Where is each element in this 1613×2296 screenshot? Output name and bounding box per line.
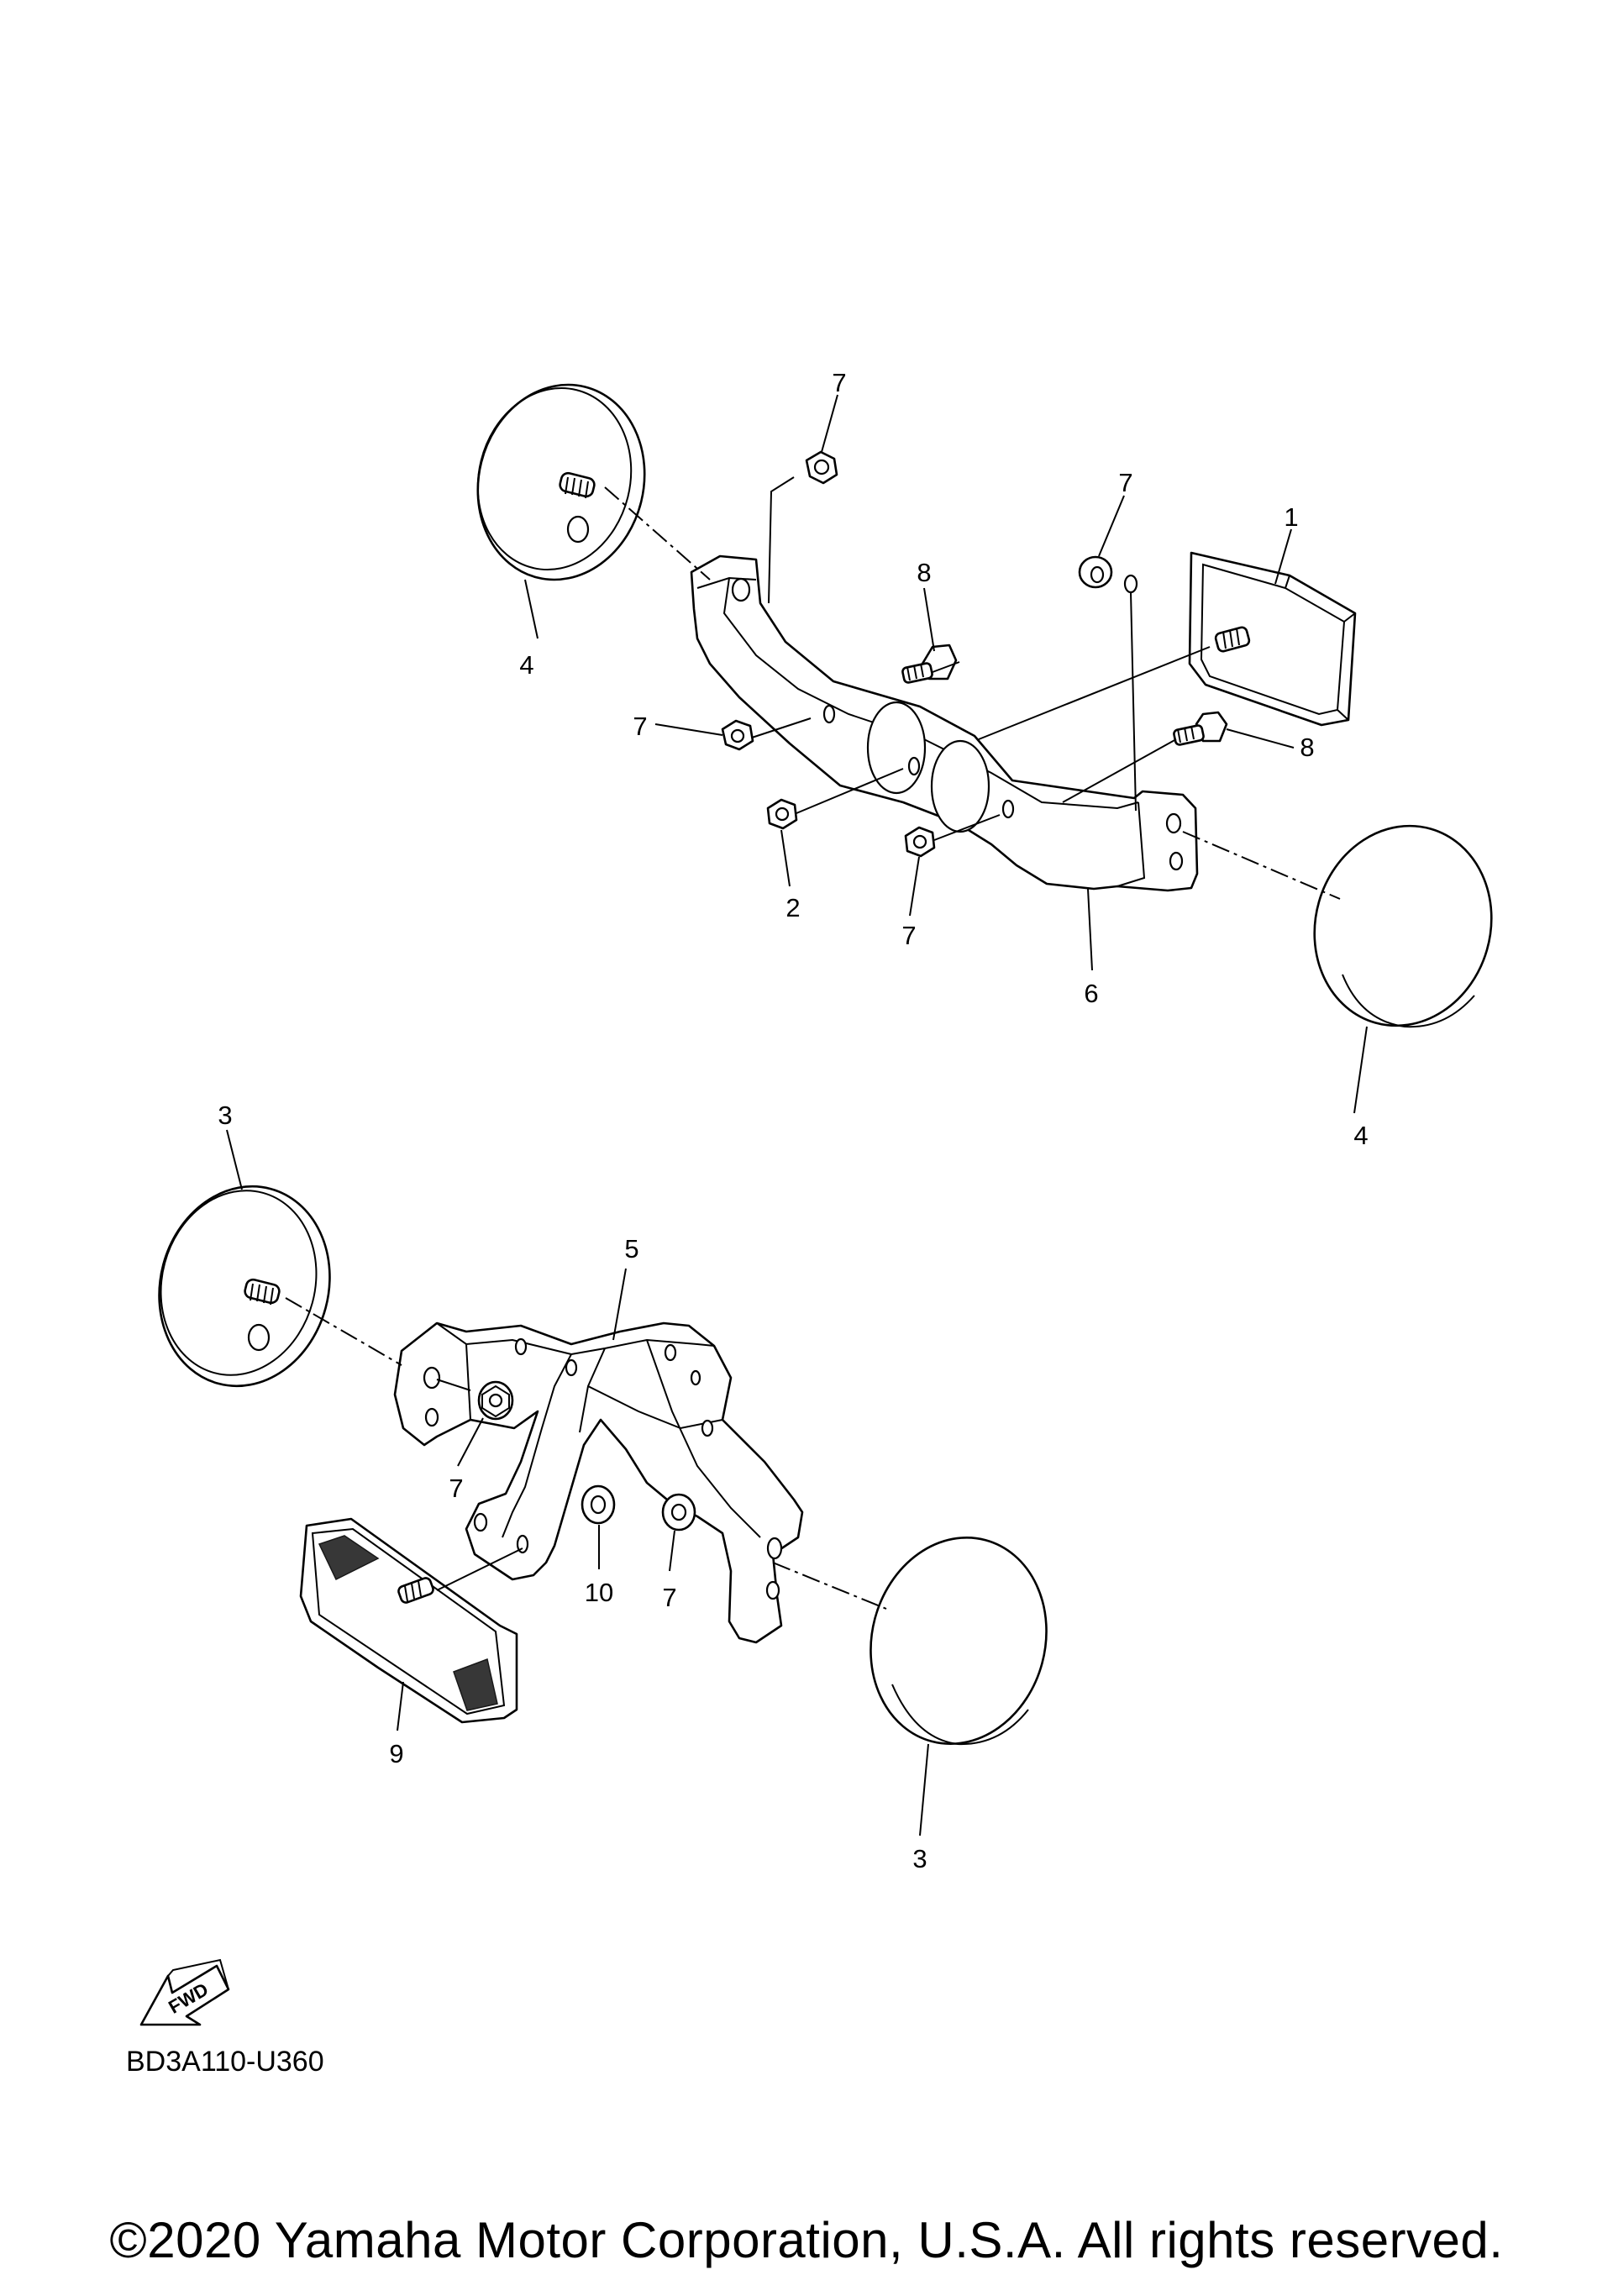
reflector-upper-right bbox=[1313, 824, 1493, 1028]
flange-nut-top-right bbox=[1078, 555, 1138, 594]
stud-rect-reflector-lower bbox=[397, 1577, 434, 1604]
callout-1: 1 bbox=[1284, 502, 1298, 532]
callout-8-top: 8 bbox=[917, 558, 931, 587]
figure-code: BD3A110-U360 bbox=[126, 2046, 324, 2078]
flange-nut-lower-right bbox=[661, 1493, 696, 1532]
callout-2: 2 bbox=[785, 893, 800, 922]
forward-arrow-icon: FWD bbox=[139, 1958, 230, 2026]
callout-6: 6 bbox=[1084, 979, 1098, 1008]
flange-nut-middle-left bbox=[721, 719, 754, 751]
flange-nut-top-left bbox=[805, 450, 838, 485]
callout-7-middle-bottom: 7 bbox=[901, 921, 916, 950]
callout-7-lower-right: 7 bbox=[662, 1583, 676, 1612]
flange-nut-lower-left bbox=[477, 1380, 514, 1421]
callout-3-right: 3 bbox=[912, 1844, 927, 1873]
callout-5: 5 bbox=[624, 1234, 638, 1264]
callout-7-top-left: 7 bbox=[832, 368, 846, 397]
flange-nut-part-2 bbox=[766, 798, 798, 830]
copyright-notice: ©2020 Yamaha Motor Corporation, U.S.A. A… bbox=[109, 2212, 1504, 2268]
callout-4-left: 4 bbox=[519, 650, 533, 680]
callout-4-right: 4 bbox=[1353, 1121, 1368, 1150]
callout-8-right: 8 bbox=[1300, 733, 1314, 762]
flange-nut-part-10 bbox=[581, 1484, 616, 1525]
reflector-lower-left bbox=[158, 1185, 331, 1388]
reflector-lower-right bbox=[870, 1536, 1048, 1746]
callout-10: 10 bbox=[585, 1578, 613, 1607]
bolt-upper-8-right bbox=[1173, 711, 1228, 746]
stud-lower-left bbox=[244, 1278, 281, 1352]
upper-reflector-bracket bbox=[690, 554, 1199, 892]
callout-7-top-right: 7 bbox=[1118, 468, 1132, 497]
rectangular-reflector-lower bbox=[299, 1517, 518, 1724]
rectangular-reflector-upper bbox=[1188, 551, 1357, 727]
bolt-upper-8-left bbox=[901, 644, 958, 684]
reflector-upper-left bbox=[476, 383, 646, 581]
callout-7-middle-left: 7 bbox=[633, 712, 647, 741]
callout-3-left: 3 bbox=[218, 1101, 232, 1130]
flange-nut-middle-bottom bbox=[904, 826, 936, 858]
callout-9: 9 bbox=[389, 1739, 403, 1768]
callout-7-lower-left: 7 bbox=[449, 1474, 463, 1503]
stud-upper-left bbox=[559, 471, 596, 544]
stud-rect-reflector bbox=[1214, 626, 1251, 653]
